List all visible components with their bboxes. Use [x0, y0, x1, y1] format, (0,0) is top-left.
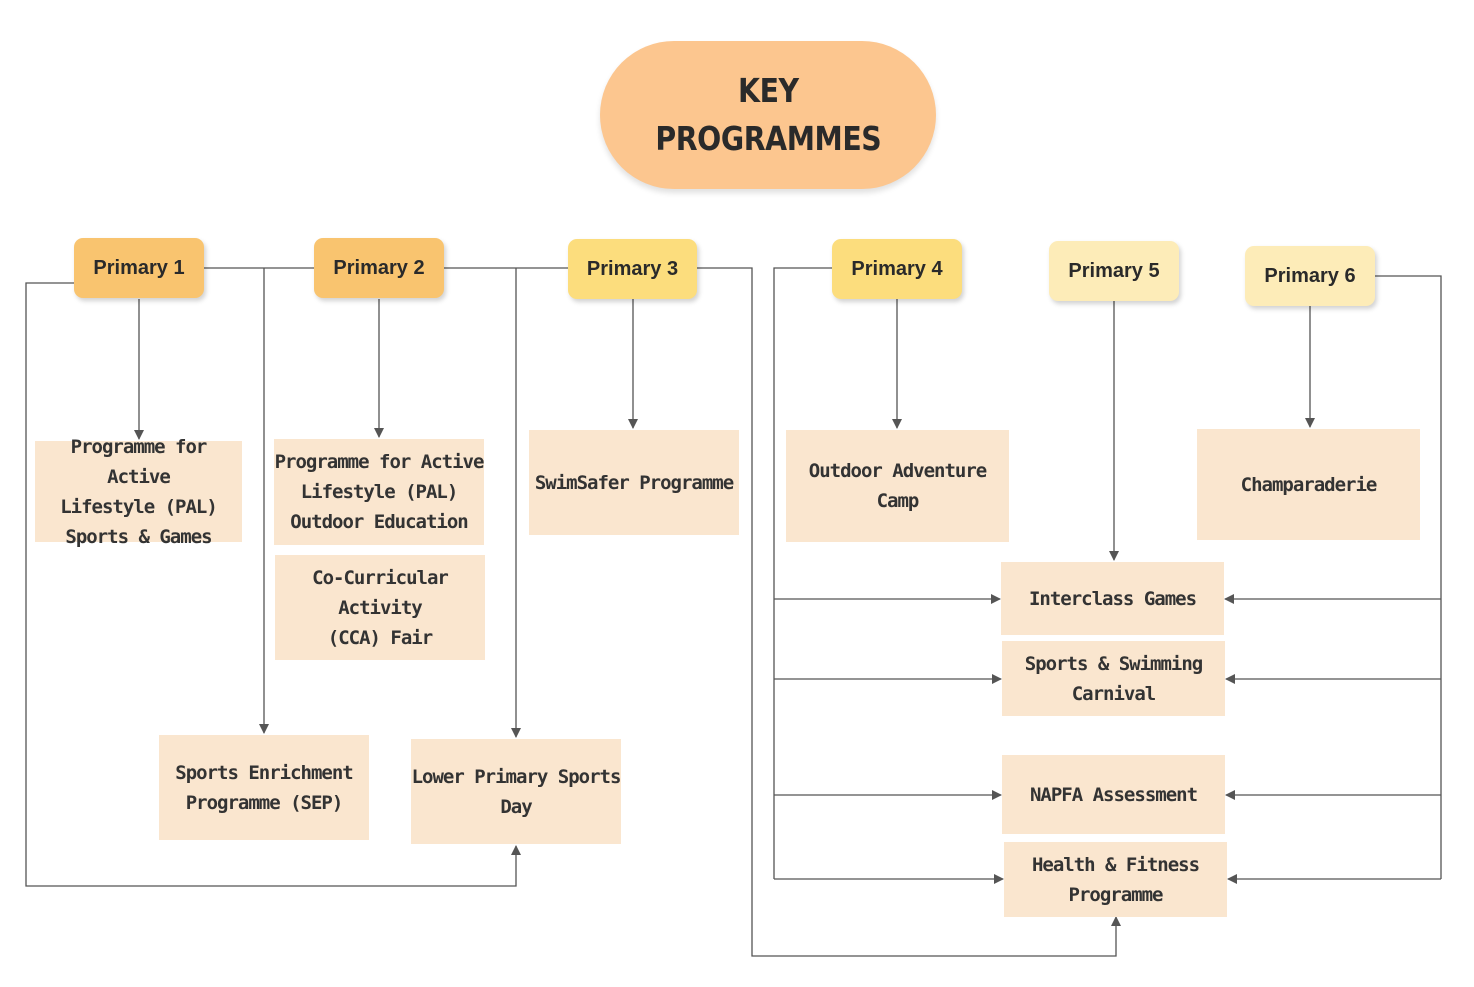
connector-p4-bus	[773, 267, 832, 879]
connector-p6-bus	[1375, 275, 1442, 879]
node-primary-6: Primary 6	[1245, 246, 1375, 306]
diagram-title: KEY PROGRAMMES	[655, 71, 881, 158]
primary-1-label: Primary 1	[93, 256, 185, 279]
programme-champaraderie: Champaraderie	[1197, 429, 1420, 540]
primary-3-label: Primary 3	[586, 257, 679, 280]
programme-sports-swimming-carnival: Sports & Swimming Carnival	[1002, 641, 1225, 716]
programme-health-fitness: Health & Fitness Programme	[1004, 842, 1227, 917]
node-primary-2: Primary 2	[314, 238, 444, 298]
primary-6-label: Primary 6	[1264, 264, 1356, 287]
primary-5-label: Primary 5	[1068, 259, 1160, 282]
node-primary-3: Primary 3	[568, 239, 697, 299]
node-primary-1: Primary 1	[74, 238, 204, 298]
programme-sep: Sports Enrichment Programme (SEP)	[159, 735, 369, 840]
programme-napfa-assessment: NAPFA Assessment	[1002, 755, 1225, 834]
node-primary-5: Primary 5	[1049, 241, 1179, 301]
programme-p1-pal: Programme for Active Lifestyle (PAL) Spo…	[35, 436, 242, 548]
programme-cca-fair: Co-Curricular Activity (CCA) Fair	[275, 555, 485, 660]
programme-swimsafer: SwimSafer Programme	[529, 430, 739, 535]
node-primary-4: Primary 4	[832, 239, 962, 299]
programme-lower-primary-sports-day: Lower Primary Sports Day	[411, 739, 621, 844]
connector-p3-health	[697, 267, 1121, 957]
programme-interclass-games: Interclass Games	[1001, 562, 1224, 635]
programme-p2-pal: Programme for Active Lifestyle (PAL) Out…	[274, 439, 484, 545]
primary-4-label: Primary 4	[851, 257, 943, 280]
primary-2-label: Primary 2	[333, 256, 425, 279]
connector-p1-sportsday	[25, 282, 521, 887]
title-node: KEY PROGRAMMES	[600, 41, 936, 189]
programme-outdoor-adventure-camp: Outdoor Adventure Camp	[786, 430, 1009, 542]
